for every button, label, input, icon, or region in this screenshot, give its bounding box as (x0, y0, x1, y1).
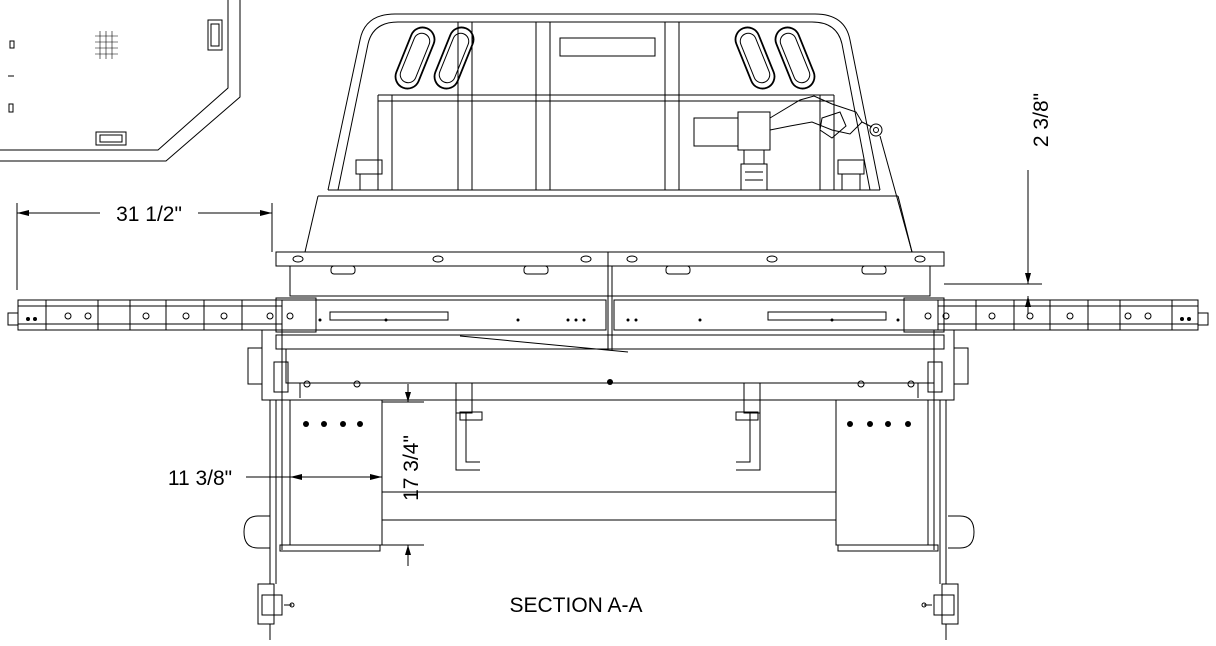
section-label: SECTION A-A (509, 594, 642, 617)
dimension-label-11-3-8: 11 3/8" (168, 467, 232, 490)
tank-housing (304, 13, 913, 253)
fuel-pump-nozzle (693, 95, 913, 253)
dimension-right-rail-offset: 2 3/8" (944, 93, 1053, 314)
inset-plan-view (0, 0, 241, 162)
oval-cutouts-left (394, 26, 475, 90)
slide-rails (7, 297, 1209, 353)
dimension-label-17-3-4: 17 3/4" (400, 435, 423, 501)
side-boxes (243, 399, 975, 552)
dimension-left-overall-width: 31 1/2" (16, 203, 273, 290)
dimension-box-height: 17 3/4" (382, 384, 424, 566)
dimension-label-2-3-8: 2 3/8" (1030, 93, 1053, 147)
lower-frame (270, 334, 945, 471)
side-posts-right (921, 329, 969, 640)
dimension-box-width: 11 3/8" (168, 467, 382, 490)
inset-grid-symbol (95, 31, 118, 59)
bed-plate (275, 251, 945, 350)
dimension-label-31-1-2: 31 1/2" (116, 203, 182, 226)
oval-cutouts-right (734, 26, 816, 90)
side-posts-left (247, 329, 295, 640)
